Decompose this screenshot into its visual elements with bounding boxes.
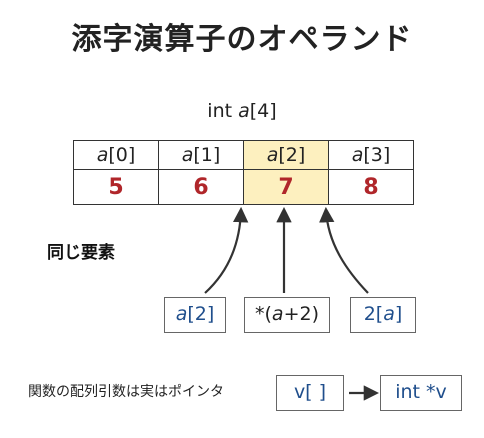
pointer-note: 関数の配列引数は実はポインタ bbox=[28, 384, 224, 400]
pointer-param-box: int *v bbox=[380, 375, 462, 411]
same-element-label: 同じ要素 bbox=[47, 243, 115, 263]
value-cell-0: 5 bbox=[73, 169, 159, 205]
index-cell-3: a[3] bbox=[328, 140, 414, 170]
array-declaration: int a[4] bbox=[0, 100, 484, 122]
array-param-box: v[ ] bbox=[276, 375, 344, 411]
expr-subscript-box: a[2] bbox=[164, 297, 226, 333]
value-row: 5 6 7 8 bbox=[73, 169, 414, 205]
arrow-from-swapped bbox=[319, 206, 369, 294]
index-cell-0: a[0] bbox=[73, 140, 159, 170]
decl-type: int bbox=[207, 100, 239, 122]
value-cell-3: 8 bbox=[328, 169, 414, 205]
decl-name: a bbox=[238, 100, 250, 122]
decl-size: [4] bbox=[249, 100, 277, 122]
diagram-title: 添字演算子のオペランド bbox=[71, 22, 413, 57]
arrow-from-subscript bbox=[204, 206, 249, 294]
array-table: a[0] a[1] a[2] a[3] 5 6 7 8 bbox=[73, 140, 414, 205]
expr-swapped-box: 2[a] bbox=[350, 297, 416, 333]
expr-deref-box: *(a+2) bbox=[244, 297, 330, 333]
value-cell-1: 6 bbox=[158, 169, 244, 205]
